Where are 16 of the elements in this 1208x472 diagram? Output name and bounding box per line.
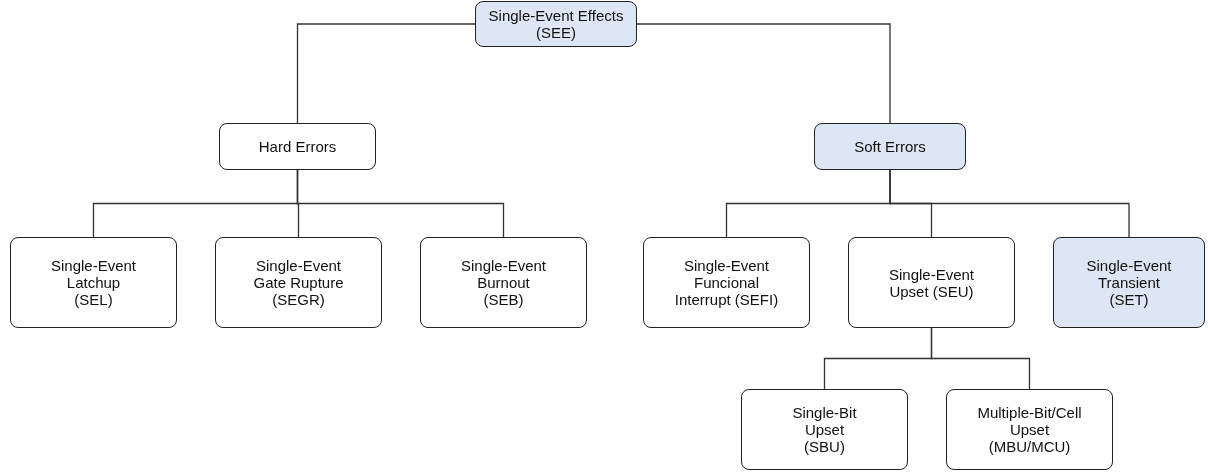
connector-line [296,23,476,124]
process-box: Single-Event Upset (SEU) [848,237,1015,328]
process-box: Multiple-Bit/Cell Upset (MBU/MCU) [946,389,1113,470]
process-box: Single-Event Funcional Interrupt (SEFI) [643,237,810,328]
process-box: Single-Bit Upset (SBU) [741,389,908,470]
process-box: Single-Event Burnout (SEB) [420,237,587,328]
process-box: Single-Event Effects (SEE) [475,1,637,47]
connector-line [930,327,1031,390]
process-box: Soft Errors [814,123,966,170]
connector-line [296,169,505,238]
process-box: Hard Errors [219,123,376,170]
process-box: Single-Event Gate Rupture (SEGR) [215,237,382,328]
connector-line [889,169,1130,238]
process-box: Single-Event Latchup (SEL) [10,237,177,328]
process-box: Single-Event Transient (SET) [1053,237,1205,328]
connector-line [636,23,891,124]
